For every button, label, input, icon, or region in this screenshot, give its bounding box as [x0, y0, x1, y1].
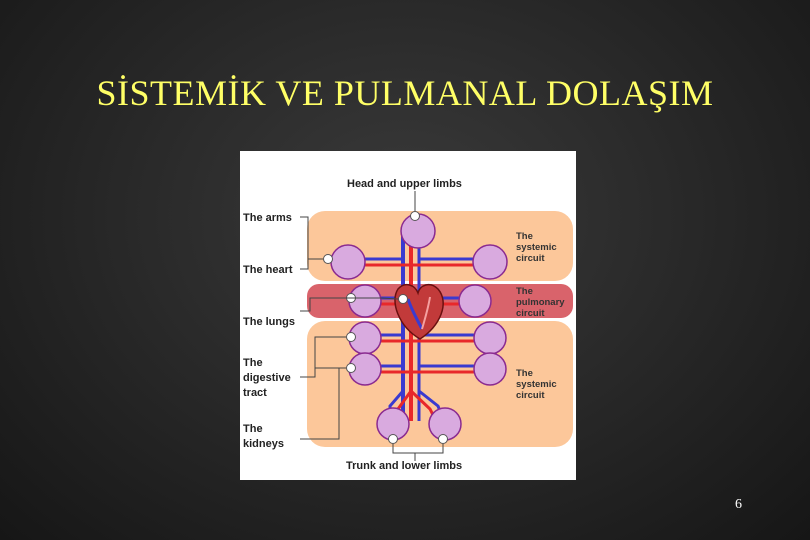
label-lungs: The lungs	[243, 316, 295, 328]
capillary-upper-right	[473, 321, 507, 355]
capillary-digestive-right	[473, 352, 507, 386]
slide-title: SİSTEMİK VE PULMANAL DOLAŞIM	[96, 73, 714, 113]
label-markers	[323, 211, 448, 444]
label-heart: The heart	[243, 264, 293, 276]
label-systemic-upper-1: The	[516, 231, 533, 242]
label-kidneys-2: kidneys	[243, 438, 284, 450]
capillary-left-arm	[330, 244, 366, 280]
label-arms: The arms	[243, 212, 292, 224]
label-pulmonary-3: circuit	[516, 308, 545, 319]
label-pulmonary-2: pulmonary	[516, 297, 565, 308]
label-pulmonary-1: The	[516, 286, 533, 297]
label-digestive-1: The	[243, 357, 263, 369]
label-trunk-lower-limbs: Trunk and lower limbs	[346, 460, 462, 472]
circulation-svg: Head and upper limbs The arms The heart …	[243, 178, 573, 472]
label-digestive-2: digestive	[243, 372, 291, 384]
label-systemic-upper-3: circuit	[516, 253, 545, 264]
label-digestive-3: tract	[243, 387, 267, 399]
label-head-upper-limbs: Head and upper limbs	[347, 178, 462, 190]
leader-lines	[300, 191, 444, 461]
capillary-right-arm	[472, 244, 508, 280]
circulation-diagram: Head and upper limbs The arms The heart …	[240, 151, 576, 480]
label-systemic-lower-2: systemic	[516, 379, 557, 390]
label-systemic-lower-1: The	[516, 368, 533, 379]
capillary-right-lung	[458, 284, 492, 318]
page-number: 6	[735, 497, 742, 512]
label-systemic-lower-3: circuit	[516, 390, 545, 401]
label-kidneys-1: The	[243, 423, 263, 435]
systemic-region-lower	[307, 321, 573, 447]
label-systemic-upper-2: systemic	[516, 242, 557, 253]
